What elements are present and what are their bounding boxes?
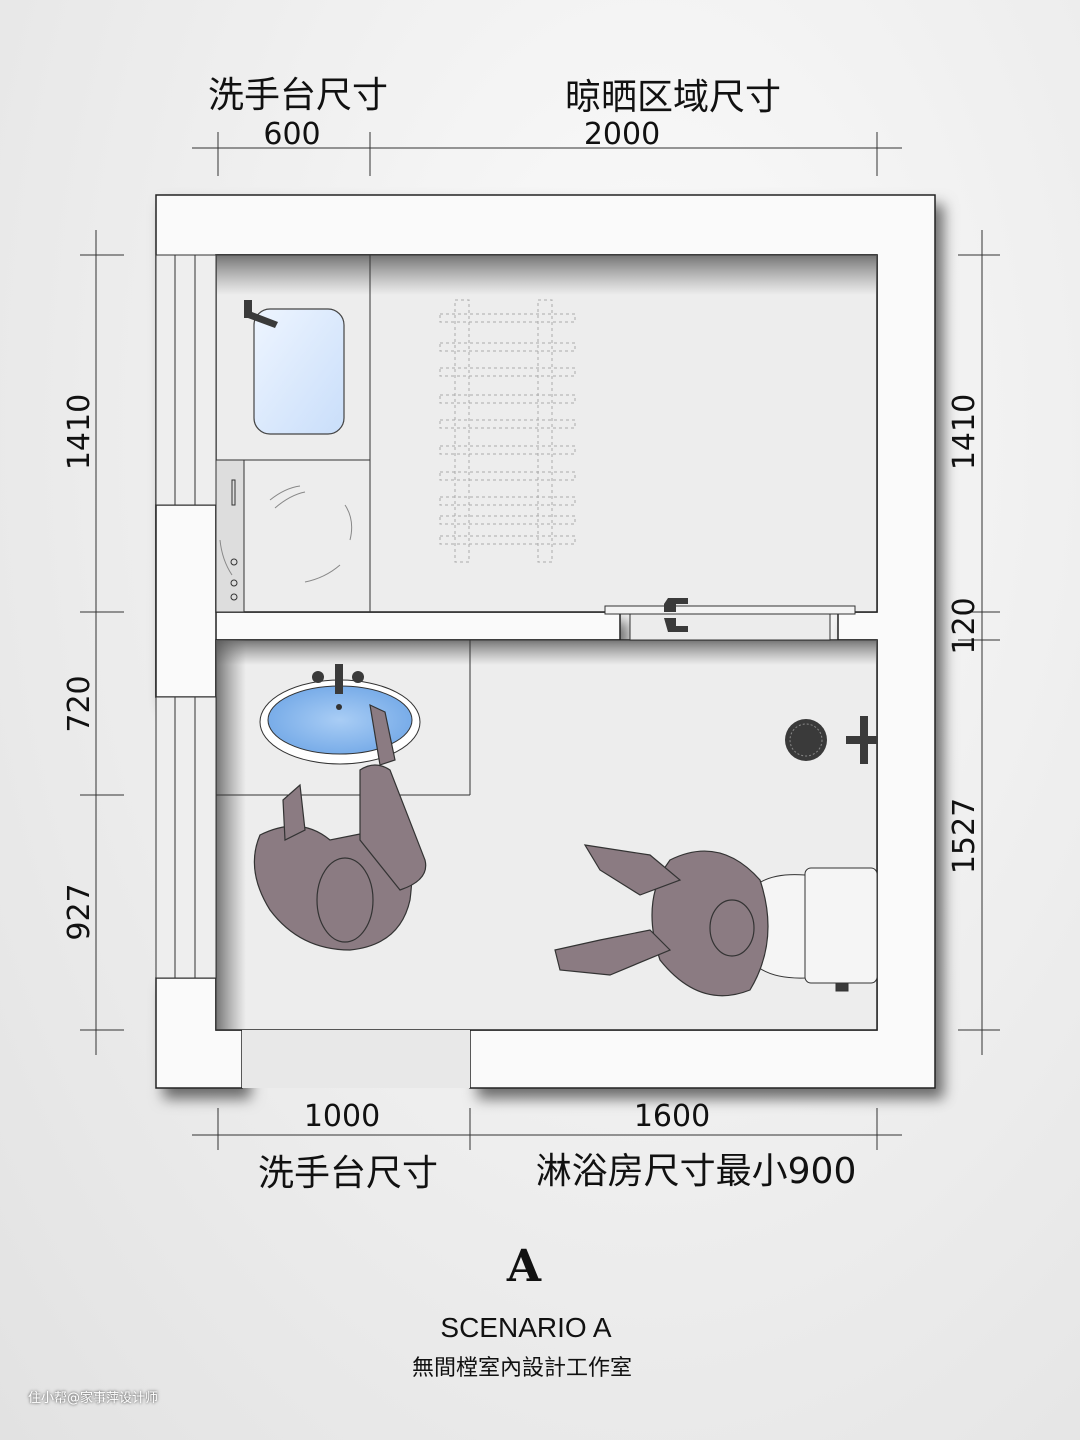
right-dim-120: 120 — [947, 597, 982, 655]
studio-name: 無間樘室內設計工作室 — [411, 1356, 633, 1381]
credit-watermark: 住小帮@家事萍设计师 — [28, 1391, 159, 1406]
bottom-dim-1000: 1000 — [303, 1099, 381, 1134]
laundry-cabinet — [215, 255, 371, 613]
sliding-door — [604, 598, 856, 641]
bottom-label-vanity: 洗手台尺寸 — [257, 1153, 439, 1194]
left-dim-927: 927 — [62, 883, 97, 941]
left-dim-720: 720 — [62, 675, 97, 733]
left-dim-1410: 1410 — [62, 393, 97, 471]
faucet-icon — [244, 300, 278, 328]
right-dim-1527: 1527 — [947, 797, 982, 875]
mirror-glass — [253, 308, 345, 435]
window-strips — [155, 254, 217, 979]
person-on-toilet — [554, 844, 769, 997]
top-dim-2000: 2000 — [583, 117, 661, 152]
shower-valve-icon — [846, 716, 877, 764]
right-dim-1410: 1410 — [947, 393, 982, 471]
bottom-dim-1600: 1600 — [633, 1099, 711, 1134]
dimension-lines — [80, 132, 1000, 1150]
shower-head-icon — [785, 719, 827, 761]
top-label-drying: 晾晒区域尺寸 — [564, 77, 782, 118]
person-at-vanity — [253, 703, 427, 951]
top-label-vanity: 洗手台尺寸 — [207, 75, 389, 116]
top-dim-600: 600 — [263, 117, 321, 152]
bottom-label-shower: 淋浴房尺寸最小900 — [535, 1151, 857, 1192]
drying-rack — [439, 299, 576, 563]
scenario-title: SCENARIO A — [440, 1312, 612, 1343]
scenario-letter: A — [506, 1241, 542, 1292]
